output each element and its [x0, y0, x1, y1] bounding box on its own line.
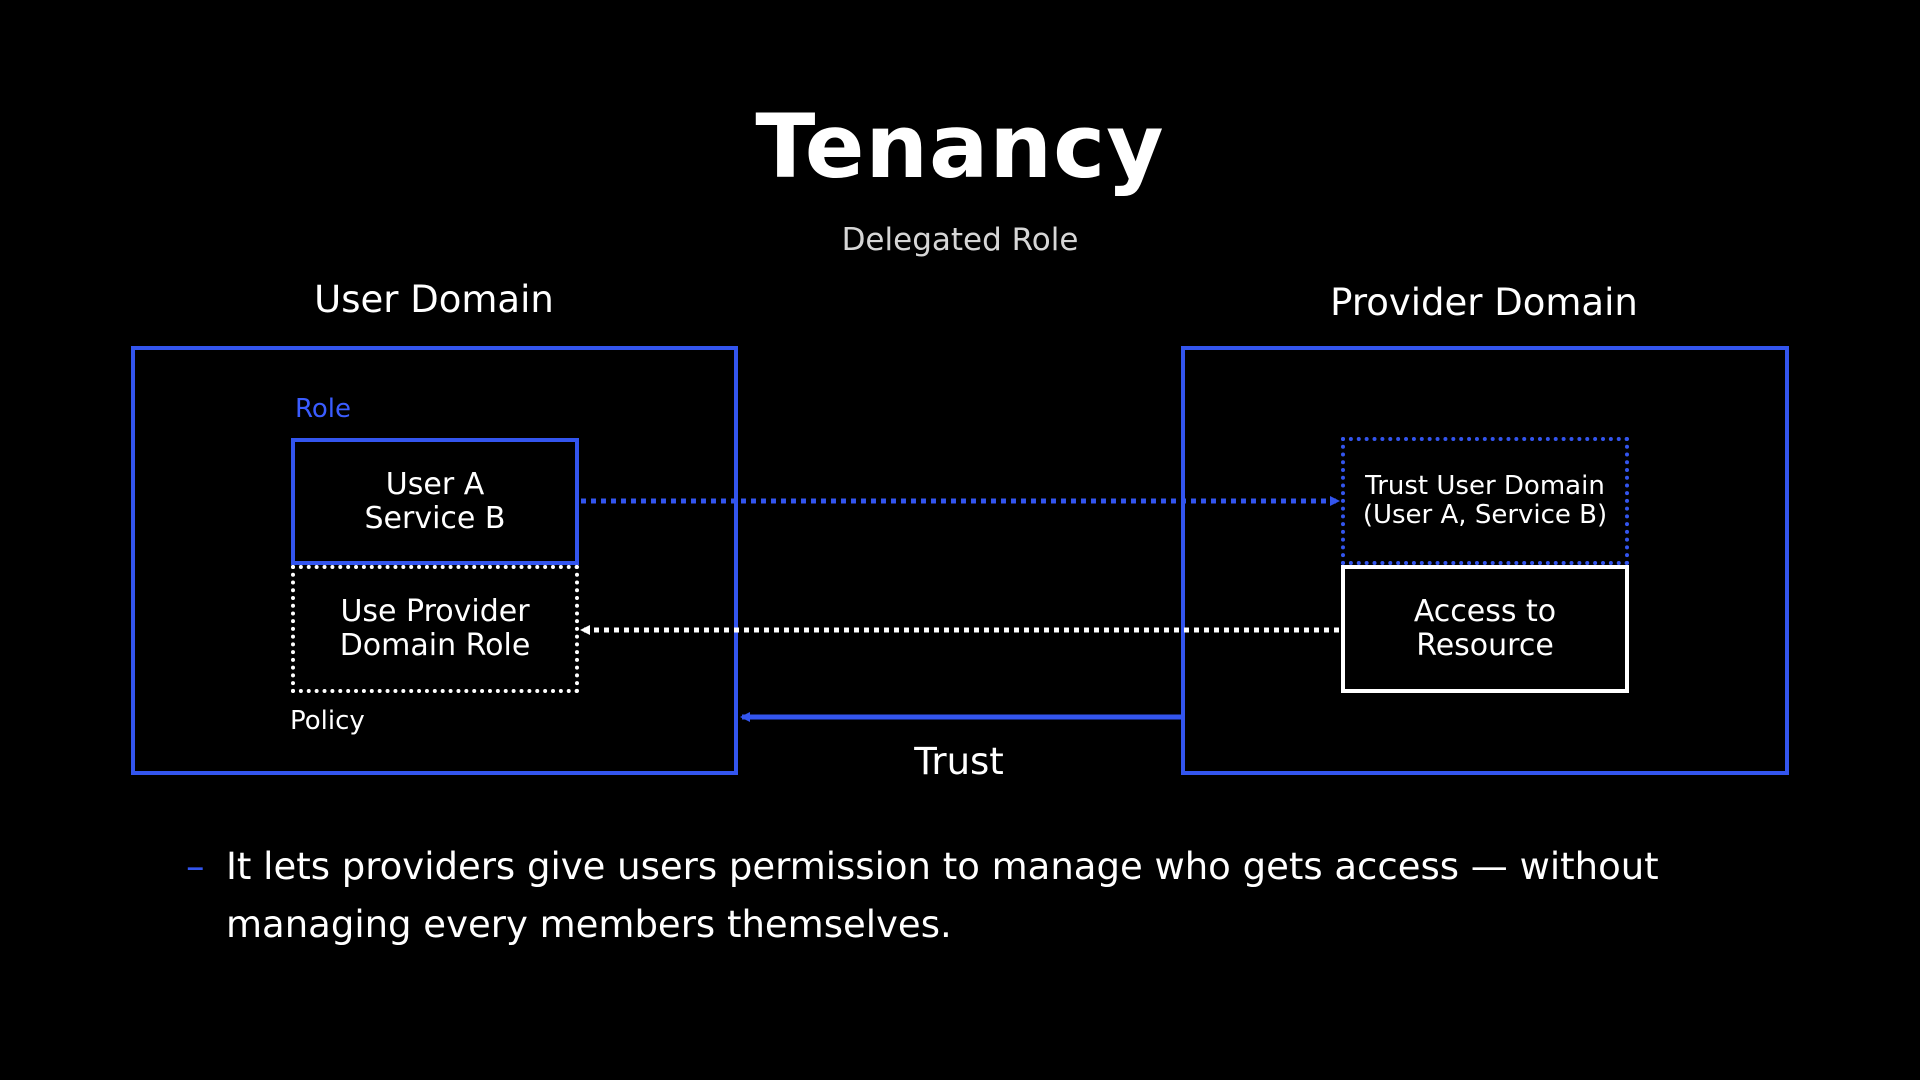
page-subtitle: Delegated Role	[841, 222, 1079, 258]
policy-box: Use Provider Domain Role	[291, 565, 579, 693]
trust-user-box-line2: (User A, Service B)	[1362, 500, 1608, 530]
trust-user-box-line1: Trust User Domain	[1365, 471, 1605, 501]
bullet-text: It lets providers give users permission …	[226, 845, 1659, 946]
trust-label: Trust	[914, 740, 1004, 783]
trust-user-domain-box: Trust User Domain (User A, Service B)	[1341, 437, 1629, 565]
policy-box-line1: Use Provider	[340, 594, 530, 629]
role-label: Role	[295, 394, 352, 424]
user-domain-title: User Domain	[314, 278, 554, 321]
role-box: User A Service B	[291, 438, 579, 565]
bullet-dash-icon: –	[186, 845, 205, 888]
policy-label: Policy	[290, 706, 365, 736]
provider-domain-title: Provider Domain	[1330, 281, 1638, 324]
access-box-line1: Access to	[1413, 594, 1557, 629]
policy-box-line2: Domain Role	[339, 628, 531, 663]
access-resource-box: Access to Resource	[1341, 565, 1629, 693]
bullet-point: – It lets providers give users permissio…	[186, 838, 1746, 954]
role-box-line1: User A	[385, 466, 485, 502]
user-domain-box	[131, 346, 738, 775]
provider-domain-box	[1181, 346, 1789, 775]
role-box-line2: Service B	[364, 500, 506, 536]
access-box-line2: Resource	[1416, 628, 1554, 663]
page-title: Tenancy	[755, 95, 1165, 198]
